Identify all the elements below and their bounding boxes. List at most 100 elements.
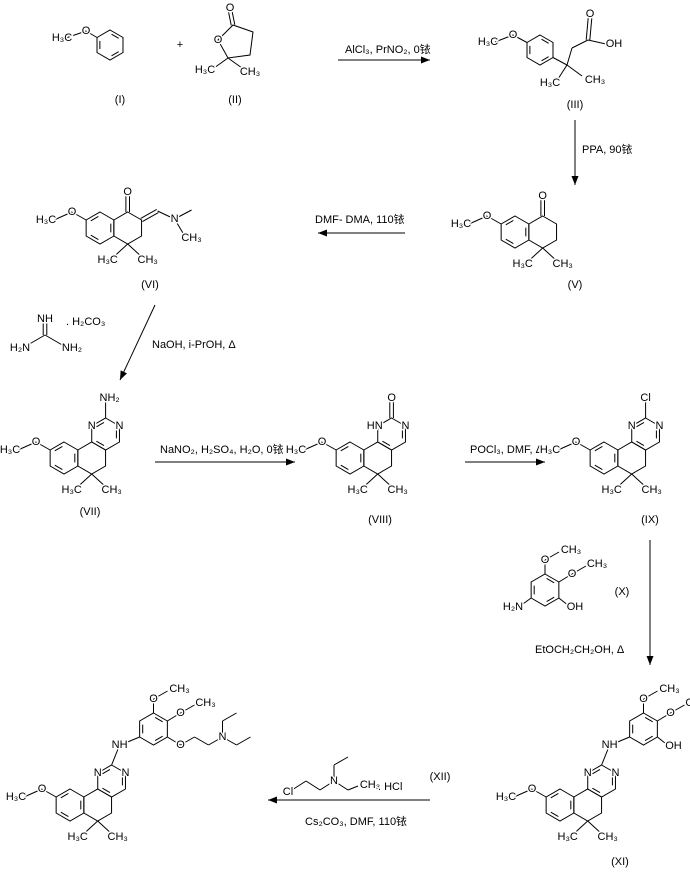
nitrogen-label: N (584, 767, 592, 779)
bond (513, 788, 533, 798)
reagent-step8: Cs₂CO₃, DMF, 110铱 (305, 815, 407, 828)
bond (321, 441, 337, 451)
nitrogen-label: N (219, 731, 227, 743)
oxygen-label: O (666, 707, 675, 719)
bond (631, 473, 645, 486)
bond (468, 215, 488, 225)
ring (589, 441, 619, 475)
oxygen-label: O (123, 186, 132, 198)
nitrogen-label: N (94, 767, 102, 779)
oxygen-label: O (572, 436, 581, 448)
bond (592, 769, 601, 775)
chlorine-label: Cl (283, 786, 293, 798)
methyl-label: H₃C (6, 791, 26, 803)
bond (589, 18, 593, 41)
bond (54, 446, 63, 452)
compound-label-IX: (IX) (641, 514, 659, 526)
bond (340, 446, 349, 452)
bond (111, 33, 119, 39)
methyl-label: H₃C (348, 484, 368, 496)
hydroxyl-label: OH (665, 740, 682, 752)
compound-label-V: (V) (568, 279, 583, 291)
bond (636, 440, 645, 446)
compound-label-II: (II) (228, 94, 241, 106)
oxygen-label: O (528, 783, 537, 795)
bond (558, 573, 573, 583)
bond (35, 441, 51, 451)
bond (542, 247, 556, 260)
arrow-step1 (421, 56, 430, 64)
bond (60, 793, 69, 799)
methyl-label: CH₃ (181, 232, 201, 244)
compound-label-VII: (VII) (80, 506, 101, 518)
bond (587, 820, 601, 833)
methyl-label: H₃C (195, 64, 215, 76)
methyl-label: CH₃ (587, 558, 607, 570)
ring (83, 788, 113, 822)
methyl-label: H₃C (0, 444, 20, 456)
bond (512, 34, 528, 43)
bond (530, 247, 544, 260)
bond (566, 47, 573, 66)
bond (644, 717, 653, 723)
ring (49, 441, 79, 475)
nitrogen-label: HN (367, 420, 383, 432)
bond (587, 39, 607, 45)
arrow-step2 (571, 176, 579, 185)
bond (670, 704, 685, 714)
amine-label: NH (112, 739, 128, 751)
nitrogen-label: N (121, 767, 129, 779)
carbonate-label: . H₂CO₃ (66, 316, 105, 328)
nitrogen-label: N (88, 420, 96, 432)
bond (505, 238, 514, 244)
nitrogen-label: N (171, 213, 179, 225)
oxygen-label: O (68, 206, 77, 218)
reagent-step6: POCl₃, DMF, Δ (470, 444, 544, 456)
bond (90, 234, 99, 240)
methyl-label: H₃C (496, 791, 516, 803)
amine-label: NH (602, 739, 618, 751)
bond (558, 597, 570, 607)
bond (347, 785, 359, 791)
oxygen-label: O (226, 2, 235, 14)
bond (71, 211, 87, 221)
oxygen-label: O (538, 190, 547, 202)
reagent-step3: DMF- DMA, 110铱 (315, 213, 405, 226)
bond (541, 38, 549, 44)
arrow-step7 (646, 656, 654, 665)
reagent-step5: NaNO₂, H₂SO₄, H₂O, 0铱 (160, 443, 284, 456)
oxygen-label: O (639, 693, 648, 705)
bond (167, 712, 181, 722)
oxygen-label: O (149, 693, 158, 705)
bond (486, 215, 502, 225)
bond (557, 441, 577, 451)
nitrogen-label: N (401, 420, 409, 432)
bond (231, 9, 236, 25)
ring (85, 211, 115, 245)
ring (96, 29, 124, 61)
bond (636, 422, 645, 428)
ring (631, 417, 660, 451)
amine-label: NH₂ (100, 392, 120, 404)
nitrogen-label: N (611, 767, 619, 779)
compound-label-III: (III) (567, 99, 584, 111)
bond (102, 769, 111, 775)
methyl-label: CH₃ (240, 66, 260, 78)
ring (91, 417, 120, 451)
oxygen-label: O (176, 707, 185, 719)
methyl-label: H₃C (62, 484, 82, 496)
plus-sign: + (177, 39, 183, 51)
ring (55, 788, 85, 822)
methyl-label: CH₃ (642, 484, 662, 496)
bond (546, 578, 555, 584)
bond (97, 820, 111, 833)
methyl-label: CH₃ (685, 697, 690, 709)
salt-label: . HCl (378, 781, 402, 793)
imine-label: NH (37, 313, 53, 325)
methyl-label: CH₃ (169, 683, 189, 695)
compound-label-XII: (XII) (430, 771, 451, 783)
ring (573, 788, 603, 822)
bond (531, 788, 547, 798)
ring (363, 441, 393, 475)
oxygen-label: O (176, 739, 185, 751)
